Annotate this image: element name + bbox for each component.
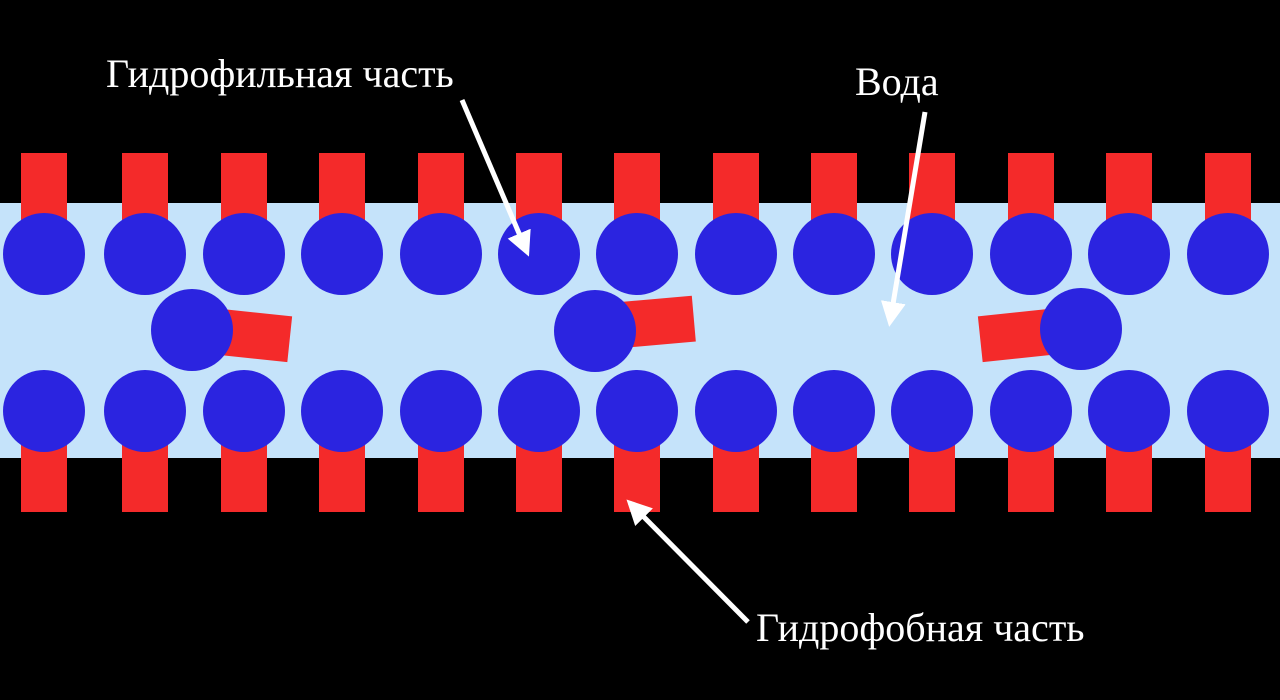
hydrophilic-head-free (554, 290, 636, 372)
label-water: Вода (855, 59, 939, 104)
hydrophilic-head-top (793, 213, 875, 295)
hydrophilic-head-top (596, 213, 678, 295)
hydrophilic-head-top (695, 213, 777, 295)
hydrophilic-head-bottom (695, 370, 777, 452)
hydrophilic-head-bottom (1088, 370, 1170, 452)
label-hydrophobic-part: Гидрофобная часть (756, 605, 1085, 650)
hydrophilic-head-bottom (793, 370, 875, 452)
hydrophilic-head-top (3, 213, 85, 295)
hydrophilic-head-top (301, 213, 383, 295)
label-hydrophilic-part: Гидрофильная часть (106, 51, 454, 96)
arrows-group (459, 99, 928, 624)
hydrophilic-head-top (990, 213, 1072, 295)
hydrophilic-head-bottom (1187, 370, 1269, 452)
hydrophilic-head-bottom (203, 370, 285, 452)
arrow-hydrophobic (626, 499, 750, 624)
hydrophilic-head-bottom (400, 370, 482, 452)
hydrophilic-head-bottom (301, 370, 383, 452)
hydrophilic-head-bottom (498, 370, 580, 452)
arrow-water (880, 111, 928, 327)
hydrophilic-head-free (151, 289, 233, 371)
hydrophilic-head-bottom (990, 370, 1072, 452)
hydrophilic-head-top (1187, 213, 1269, 295)
hydrophilic-head-top (1088, 213, 1170, 295)
hydrophilic-head-bottom (104, 370, 186, 452)
hydrophilic-head-top (104, 213, 186, 295)
hydrophilic-head-top (203, 213, 285, 295)
hydrophilic-head-top (400, 213, 482, 295)
arrow-hydrophilic (459, 99, 531, 257)
hydrophilic-head-free (1040, 288, 1122, 370)
hydrophilic-head-bottom (596, 370, 678, 452)
hydrophilic-head-top (891, 213, 973, 295)
hydrophilic-head-top (498, 213, 580, 295)
hydrophilic-head-bottom (3, 370, 85, 452)
hydrophilic-head-bottom (891, 370, 973, 452)
